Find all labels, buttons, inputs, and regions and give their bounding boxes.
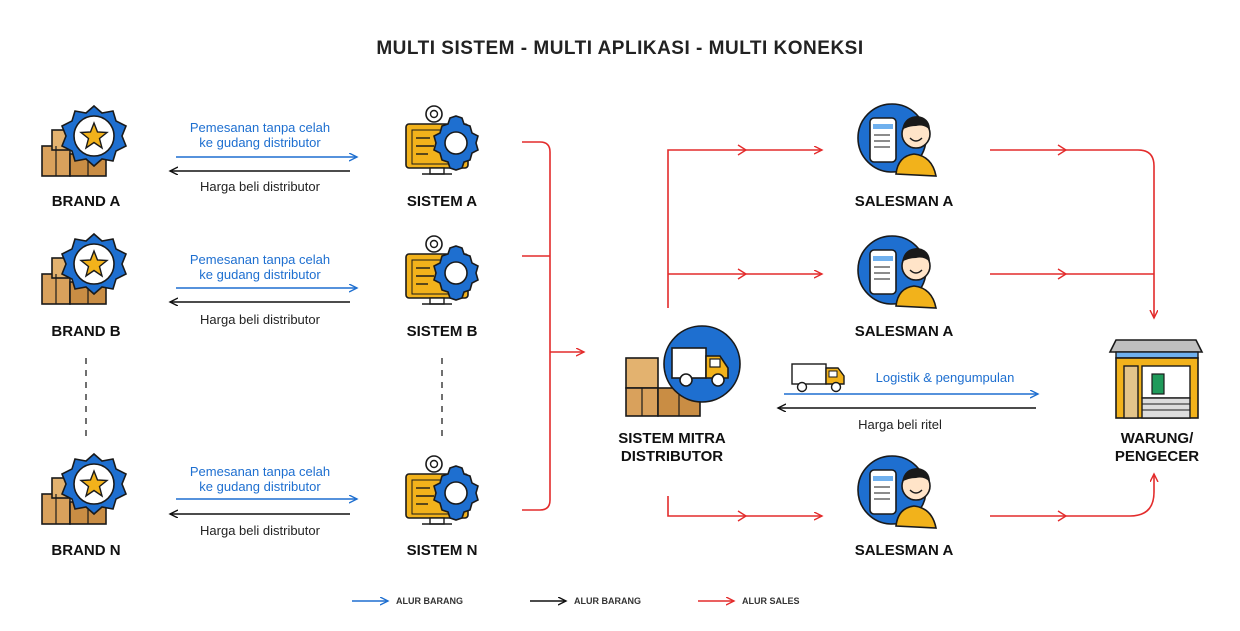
mid-arrow-5 bbox=[1057, 268, 1068, 280]
salesman-1-to-retail bbox=[990, 149, 1154, 318]
logistics-text: Logistik & pengumpulan bbox=[875, 370, 1015, 385]
retailer-label-line2: PENGECER bbox=[1114, 448, 1200, 465]
mid-arrow-4 bbox=[1057, 144, 1068, 156]
salesman-3-label: SALESMAN A bbox=[854, 542, 954, 559]
retailer-label-line1: WARUNG/ bbox=[1120, 430, 1194, 447]
salesman-1-icon bbox=[857, 103, 937, 177]
order-text-a-line2: ke gudang distributor bbox=[199, 135, 321, 150]
diagram-title: MULTI SISTEM - MULTI APLIKASI - MULTI KO… bbox=[376, 38, 864, 59]
distributor-label: SISTEM MITRA DISTRIBUTOR bbox=[592, 430, 752, 466]
order-text-n: Pemesanan tanpa celah ke gudang distribu… bbox=[170, 464, 350, 494]
price-text-b: Harga beli distributor bbox=[200, 312, 320, 327]
salesman-3-to-retail bbox=[990, 474, 1154, 517]
salesman-2-label: SALESMAN A bbox=[854, 323, 954, 340]
salesman-2-icon bbox=[857, 235, 937, 309]
distributor-icon bbox=[625, 325, 741, 417]
to-salesman-3-line bbox=[667, 496, 822, 516]
distributor-label-line2: DISTRIBUTOR bbox=[620, 448, 724, 465]
order-text-n-line1: Pemesanan tanpa celah bbox=[189, 464, 331, 479]
brand-n-icon bbox=[41, 453, 127, 525]
salesman-1-label: SALESMAN A bbox=[854, 193, 954, 210]
order-text-a: Pemesanan tanpa celah ke gudang distribu… bbox=[170, 120, 350, 150]
systems-bracket bbox=[522, 141, 551, 511]
retail-price-text: Harga beli ritel bbox=[858, 417, 942, 432]
shop-icon bbox=[1109, 339, 1203, 419]
salesman-3-icon bbox=[857, 455, 937, 529]
system-n-icon bbox=[405, 455, 479, 525]
mid-arrow-2 bbox=[737, 268, 748, 280]
legend-blue-label: ALUR BARANG bbox=[396, 596, 463, 606]
to-salesman-1-line bbox=[667, 150, 822, 308]
order-text-a-line1: Pemesanan tanpa celah bbox=[189, 120, 331, 135]
truck-icon bbox=[791, 363, 845, 393]
price-text-a: Harga beli distributor bbox=[200, 179, 320, 194]
system-b-label: SISTEM B bbox=[406, 323, 478, 340]
brand-b-icon bbox=[41, 233, 127, 305]
order-text-b: Pemesanan tanpa celah ke gudang distribu… bbox=[170, 252, 350, 282]
distributor-label-line1: SISTEM MITRA bbox=[618, 430, 726, 447]
system-b-icon bbox=[405, 235, 479, 305]
brand-a-icon bbox=[41, 105, 127, 177]
brand-a-label: BRAND A bbox=[51, 193, 121, 210]
mid-arrow-1 bbox=[737, 144, 748, 156]
brand-b-label: BRAND B bbox=[51, 323, 121, 340]
legend-red-label: ALUR SALES bbox=[742, 596, 800, 606]
order-text-b-line2: ke gudang distributor bbox=[199, 267, 321, 282]
retailer-label: WARUNG/ PENGECER bbox=[1094, 430, 1220, 466]
price-text-n: Harga beli distributor bbox=[200, 523, 320, 538]
system-a-label: SISTEM A bbox=[406, 193, 478, 210]
mid-arrow-6 bbox=[1057, 510, 1068, 522]
brand-n-label: BRAND N bbox=[51, 542, 121, 559]
legend-black-label: ALUR BARANG bbox=[574, 596, 641, 606]
mid-arrow-3 bbox=[737, 510, 748, 522]
order-text-b-line1: Pemesanan tanpa celah bbox=[189, 252, 331, 267]
system-a-icon bbox=[405, 105, 479, 175]
system-n-label: SISTEM N bbox=[406, 542, 478, 559]
order-text-n-line2: ke gudang distributor bbox=[199, 479, 321, 494]
